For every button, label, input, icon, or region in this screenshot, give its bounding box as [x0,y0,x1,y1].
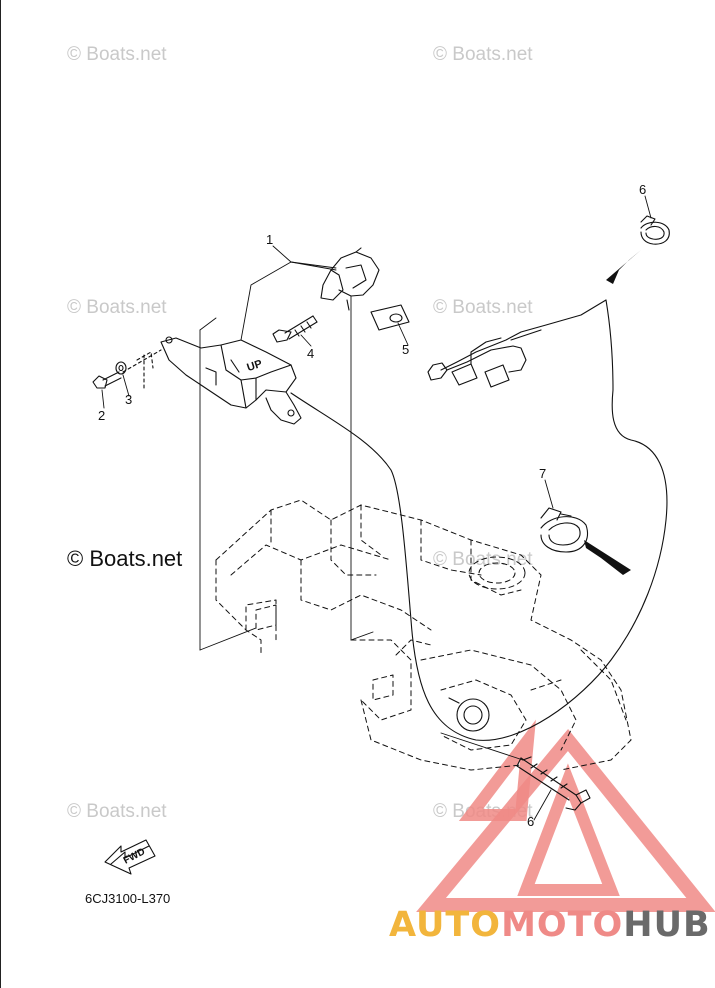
callout-4: 4 [307,346,315,361]
diagram-code: 6CJ3100-L370 [85,891,171,906]
callout-6-top: 6 [639,182,647,197]
sensor-harness-wire [290,299,668,741]
callout-leaders [101,195,652,821]
callout-3: 3 [125,392,133,407]
watermark: © Boats.net [67,297,167,318]
brand-wordmark: AUTOMOTOHUB [389,905,711,945]
callout-7: 7 [539,466,547,481]
watermark: © Boats.net [67,801,167,822]
copyright-label: © Boats.net [67,546,183,571]
callout-1: 1 [266,232,274,247]
brand-part-3: HUB [623,905,711,945]
washer-3 [115,361,127,375]
callout-6-bottom: 6 [527,814,535,829]
callout-2: 2 [98,408,106,423]
bolt-4 [272,315,318,343]
fwd-arrow-icon [104,839,156,875]
cable-tie-6-bottom [516,756,591,811]
assembly-guide-lines [199,261,524,761]
brand-part-2: MOTO [501,905,624,945]
watermark: © Boats.net [67,44,167,65]
hose-clip-6-top [640,215,670,245]
hose-clip-7 [540,507,588,553]
brand-part-1: AUTO [389,905,502,945]
grommet-5 [370,304,410,331]
bolt-2 [92,371,122,389]
bolt-guide-lines [122,349,162,391]
tilt-shaft-end [448,697,490,732]
harness-holder [320,247,380,311]
engine-clamp-bracket [215,499,632,771]
direction-arrows [584,250,641,575]
sensor-connectors [427,299,607,388]
watermark: © Boats.net [433,44,533,65]
callout-5: 5 [402,342,410,357]
watermark: © Boats.net [433,297,533,318]
trim-sensor-body [160,336,302,425]
